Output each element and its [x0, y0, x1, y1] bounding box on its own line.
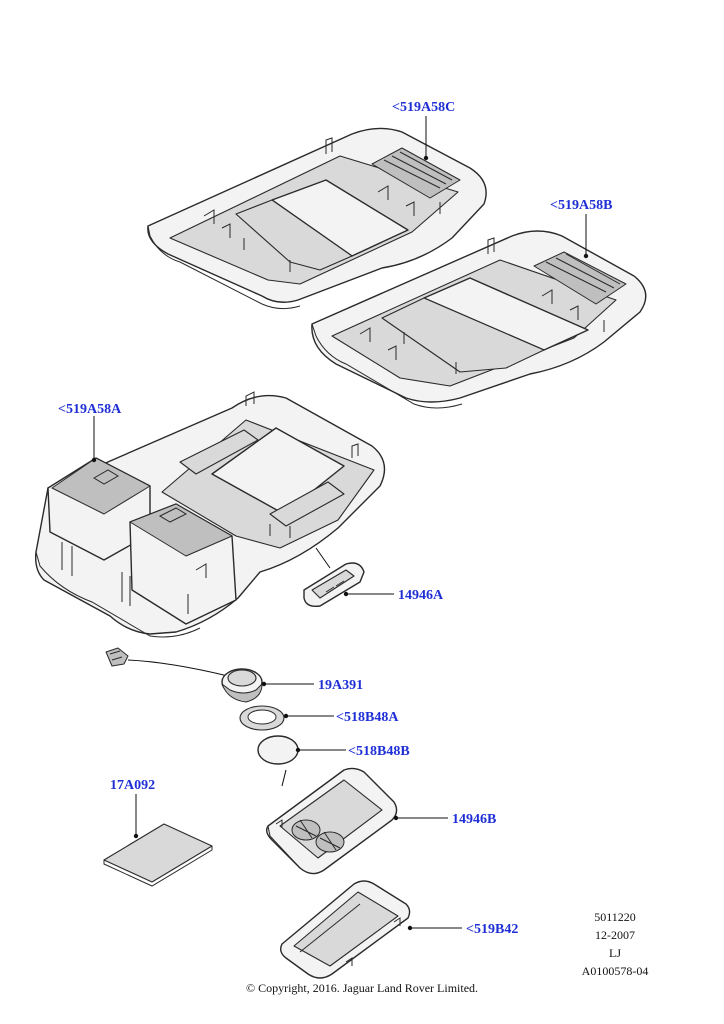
callout-519a58a[interactable]: <519A58A [58, 402, 122, 417]
drawing-initials: LJ [609, 946, 621, 960]
console-housing-519a58a [34, 391, 386, 638]
console-bezel-519a58c [147, 127, 487, 310]
callout-519a58b[interactable]: <519A58B [550, 198, 613, 213]
callout-14946a[interactable]: 14946A [398, 588, 444, 603]
console-bezel-519a58b [311, 230, 647, 409]
disc-518b48b [257, 735, 299, 787]
sensor-cable-19a391 [105, 647, 263, 703]
callout-518b48a[interactable]: <518B48A [336, 710, 399, 725]
lamp-lens-14946a [303, 547, 365, 608]
callout-519b42[interactable]: <519B42 [466, 922, 519, 937]
callout-17a092[interactable]: 17A092 [110, 778, 156, 793]
drawing-date: 12-2007 [595, 928, 635, 942]
leader-lines [91, 116, 589, 931]
callout-518b48b[interactable]: <518B48B [348, 744, 410, 759]
callout-14946b[interactable]: 14946B [452, 812, 497, 827]
lamp-cover-519b42 [279, 880, 411, 979]
callout-19a391[interactable]: 19A391 [318, 678, 364, 693]
drawing-reference: A0100578-04 [581, 964, 649, 978]
drawing-number: 5011220 [594, 910, 636, 924]
copyright-notice: © Copyright, 2016. Jaguar Land Rover Lim… [245, 981, 479, 995]
callout-519a58c[interactable]: <519A58C [392, 100, 456, 115]
card-17a092 [103, 823, 213, 887]
ring-518b48a [239, 705, 285, 731]
lamp-assembly-14946b [265, 767, 398, 875]
